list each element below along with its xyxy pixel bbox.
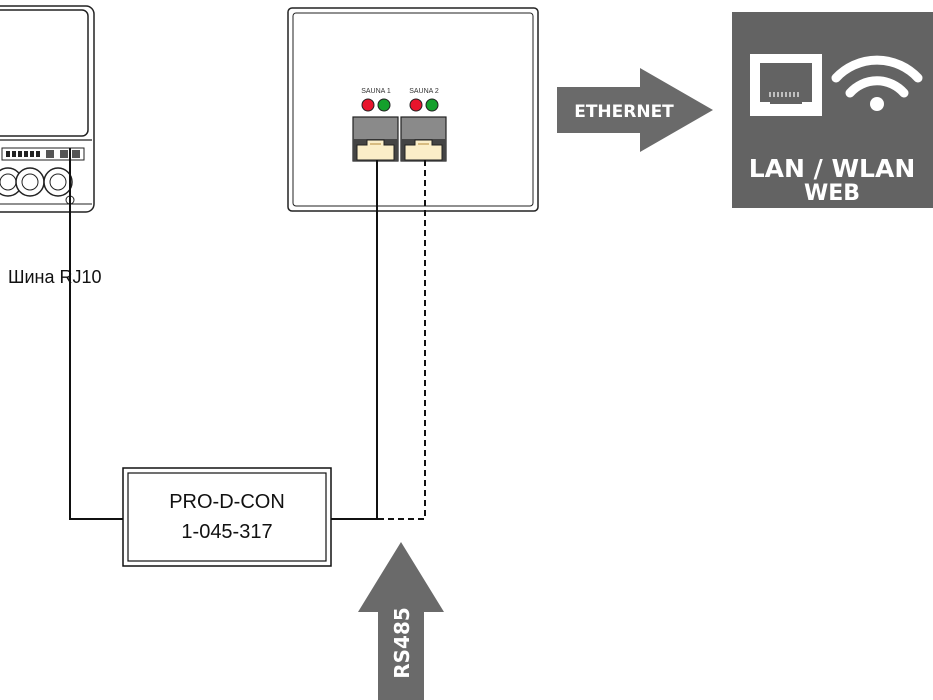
rj45-port-sauna-1 (352, 116, 399, 162)
network-box: LAN / WLAN WEB (732, 12, 933, 208)
ethernet-port-icon (750, 54, 822, 116)
sauna-2-cable-dashed (377, 160, 426, 520)
cable-glands (0, 167, 75, 205)
port-label-sauna-1: SAUNA 1 (361, 88, 391, 95)
led-red-sauna-2 (409, 98, 423, 112)
led-red-sauna-1 (361, 98, 375, 112)
terminal-block (1, 147, 85, 161)
network-box-line1: LAN / WLAN (749, 154, 916, 183)
gateway-panel: SAUNA 1 SAUNA 2 (287, 7, 539, 212)
sauna-1-cable (331, 160, 378, 520)
converter-name: PRO-D-CON (169, 491, 285, 513)
rs485-arrow: RS485 (358, 542, 444, 700)
ethernet-arrow: ETHERNET (557, 68, 713, 152)
network-box-line2: WEB (804, 181, 860, 206)
rj10-bus-line (69, 148, 123, 520)
wifi-icon (831, 55, 923, 111)
rs485-arrow-label: RS485 (390, 607, 414, 679)
led-green-sauna-1 (377, 98, 391, 112)
rj45-port-sauna-2 (400, 116, 447, 162)
ethernet-arrow-label: ETHERNET (574, 102, 674, 122)
pro-d-con-converter: PRO-D-CON 1-045-317 (122, 467, 332, 567)
converter-part-number: 1-045-317 (181, 521, 272, 543)
port-label-sauna-2: SAUNA 2 (409, 88, 439, 95)
bus-label: Шина RJ10 (8, 267, 102, 287)
sauna-controller-device (0, 5, 95, 213)
led-green-sauna-2 (425, 98, 439, 112)
